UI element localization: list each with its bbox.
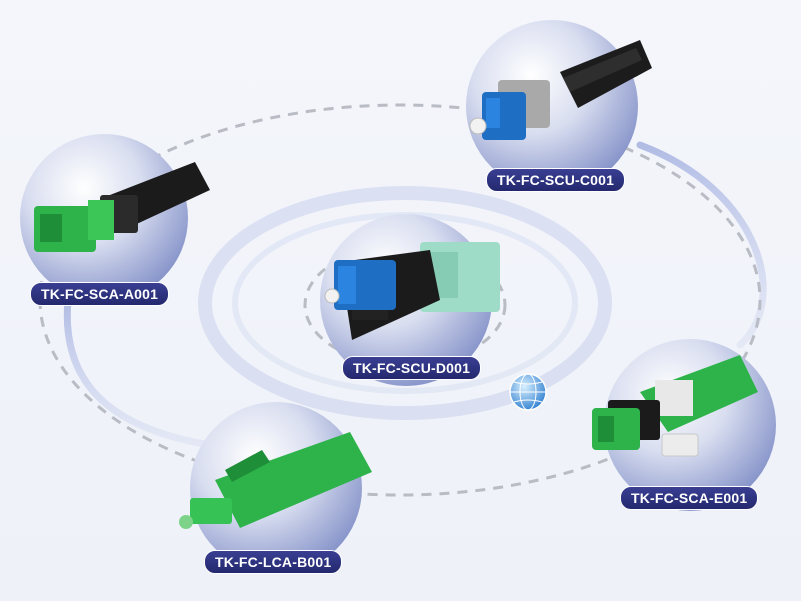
connector-scu-d-image <box>324 242 500 340</box>
swoosh-arcs <box>63 141 767 449</box>
label-tk-fc-lca-b001: TK-FC-LCA-B001 <box>204 550 343 574</box>
connector-scu-c-image <box>469 40 652 140</box>
label-tk-fc-scu-c001: TK-FC-SCU-C001 <box>486 168 626 192</box>
label-tk-fc-sca-e001: TK-FC-SCA-E001 <box>620 486 759 510</box>
label-tk-fc-scu-d001: TK-FC-SCU-D001 <box>342 356 482 380</box>
label-tk-fc-sca-a001: TK-FC-SCA-A001 <box>30 282 170 306</box>
connector-lca-b-image <box>179 432 372 529</box>
connector-sca-e-image <box>592 355 758 457</box>
globe-icon <box>509 373 547 411</box>
connector-sca-a-image <box>34 162 210 252</box>
